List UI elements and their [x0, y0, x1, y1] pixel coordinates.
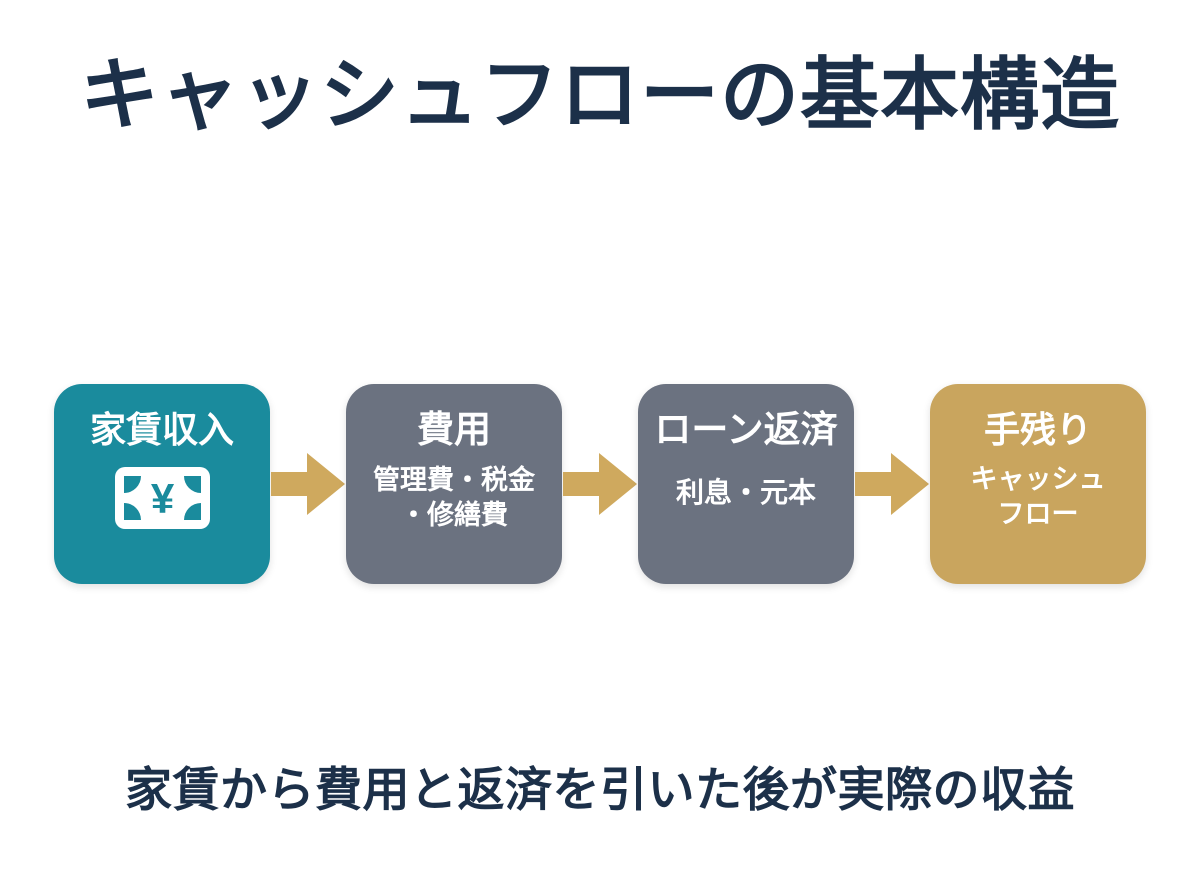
flow-box-rent-income: 家賃収入 ¥	[54, 384, 270, 584]
subtitle-line: 利息・元本	[675, 476, 816, 508]
flow-box-loan-repayment: ローン返済 利息・元本	[638, 384, 854, 584]
flow-box-net-cash: 手残り キャッシュ フロー	[930, 384, 1146, 584]
subtitle-line: フロー	[997, 498, 1079, 529]
subtitle-line: 管理費・税金	[373, 464, 535, 495]
svg-text:¥: ¥	[150, 475, 174, 522]
arrow-right-icon	[854, 384, 930, 584]
flow-box-title: 費用	[417, 409, 491, 450]
cashflow-diagram: 家賃収入 ¥ 費用 管理費・税金 ・修繕費	[0, 384, 1200, 584]
bottom-caption: 家賃から費用と返済を引いた後が実際の収益	[125, 763, 1075, 816]
subtitle-line: ・修繕費	[400, 499, 508, 530]
flow-box-subtitle: 利息・元本	[676, 475, 816, 511]
flow-box-title: 家賃収入	[89, 409, 234, 450]
yen-banknote-icon: ¥	[114, 466, 211, 535]
arrow-right-icon	[270, 384, 346, 584]
flow-box-subtitle: 管理費・税金 ・修繕費	[373, 463, 535, 533]
flow-box-title: ローン返済	[654, 409, 838, 450]
flow-box-expenses: 費用 管理費・税金 ・修繕費	[346, 384, 562, 584]
flow-box-subtitle: キャッシュ フロー	[971, 462, 1106, 532]
subtitle-line: キャッシュ	[970, 463, 1106, 494]
page-title: キャッシュフローの基本構造	[80, 50, 1120, 139]
flow-box-title: 手残り	[983, 409, 1092, 450]
arrow-right-icon	[562, 384, 638, 584]
